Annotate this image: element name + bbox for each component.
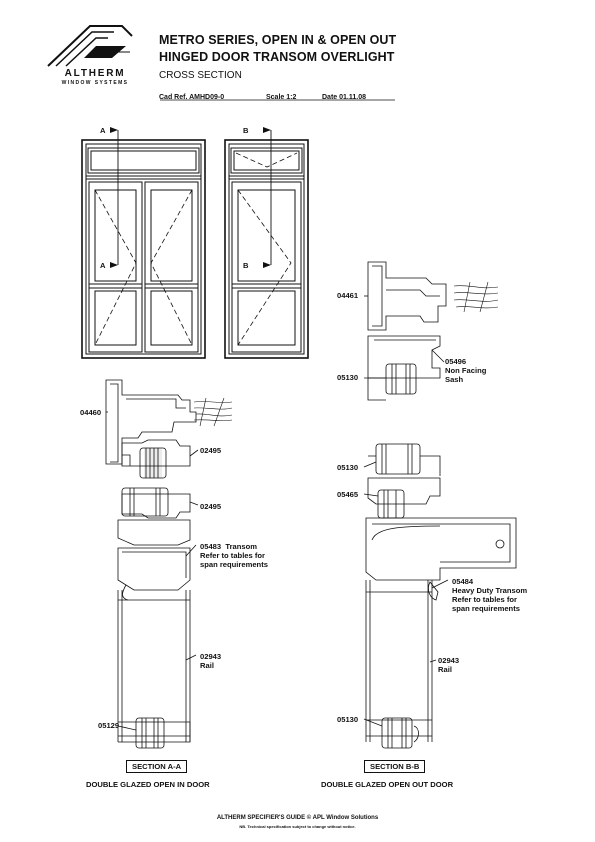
section-a-caption: DOUBLE GLAZED OPEN IN DOOR — [86, 780, 210, 789]
scale: Scale 1:2 — [266, 94, 297, 101]
section-b-caption: DOUBLE GLAZED OPEN OUT DOOR — [321, 780, 454, 789]
date: Date 01.11.08 — [322, 94, 366, 101]
transom-note2: span requirements — [200, 560, 268, 569]
label-b-rail: 02943 Rail — [438, 656, 459, 674]
b-rail-name: Rail — [438, 665, 452, 674]
label-b-nf: 05496 Non Facing Sash — [445, 357, 486, 384]
marker-b-mid: B — [243, 261, 249, 270]
section-b-profiles — [363, 261, 517, 749]
transom-note1: Refer to tables for — [200, 551, 265, 560]
label-b-05465: 05465 — [337, 490, 359, 499]
cad-ref: Cad Ref. AMHD09-0 — [159, 94, 225, 101]
footer-line2: NB. Technical specification subject to c… — [239, 824, 356, 829]
elevation-b — [224, 130, 309, 359]
marker-a-top: A — [100, 126, 106, 135]
label-b-05130-bottom: 05130 — [337, 715, 359, 724]
label-a-transom: 05483 Transom Refer to tables for span r… — [200, 542, 268, 569]
b-rail-code: 02943 — [438, 656, 460, 665]
footer-line1: ALTHERM SPECIFIER'S GUIDE © APL Window S… — [216, 815, 379, 821]
transom-code: 05483 — [200, 542, 222, 551]
rail-name: Rail — [200, 661, 214, 670]
section-a-label: SECTION A-A — [126, 760, 188, 773]
page-title-line2: HINGED DOOR TRANSOM OVERLIGHT — [159, 50, 395, 64]
elevation-a — [81, 130, 206, 359]
section-a-profiles — [105, 379, 233, 749]
label-b-05130-upper: 05130 — [337, 373, 359, 382]
altherm-logo — [47, 25, 133, 67]
brand-tagline: WINDOW SYSTEMS — [61, 80, 129, 86]
label-b-05130-mid: 05130 — [337, 463, 359, 472]
marker-a-mid: A — [100, 261, 106, 270]
page-subtitle: CROSS SECTION — [159, 70, 242, 81]
rail-code: 02943 — [200, 652, 222, 661]
hd-transom-name: Heavy Duty Transom — [452, 586, 528, 595]
page-title-line1: METRO SERIES, OPEN IN & OPEN OUT — [159, 33, 397, 47]
nf-line2: Sash — [445, 375, 464, 384]
label-a-02495-top: 02495 — [200, 446, 222, 455]
label-a-02495-bottom: 02495 — [200, 502, 222, 511]
label-a-rail: 02943 Rail — [200, 652, 221, 670]
marker-b-top: B — [243, 126, 249, 135]
label-b-transom: 05484 Heavy Duty Transom Refer to tables… — [452, 577, 527, 613]
transom-name: Transom — [225, 542, 258, 551]
hd-transom-note2: span requirements — [452, 604, 520, 613]
label-b-04461: 04461 — [337, 291, 359, 300]
nf-line1: Non Facing — [445, 366, 487, 375]
hd-transom-note1: Refer to tables for — [452, 595, 517, 604]
brand-name: ALTHERM — [64, 68, 126, 79]
label-a-05129: 05129 — [98, 721, 120, 730]
hd-transom-code: 05484 — [452, 577, 474, 586]
label-a-04460: 04460 — [80, 408, 102, 417]
nf-code: 05496 — [445, 357, 467, 366]
section-b-label: SECTION B-B — [364, 760, 426, 773]
